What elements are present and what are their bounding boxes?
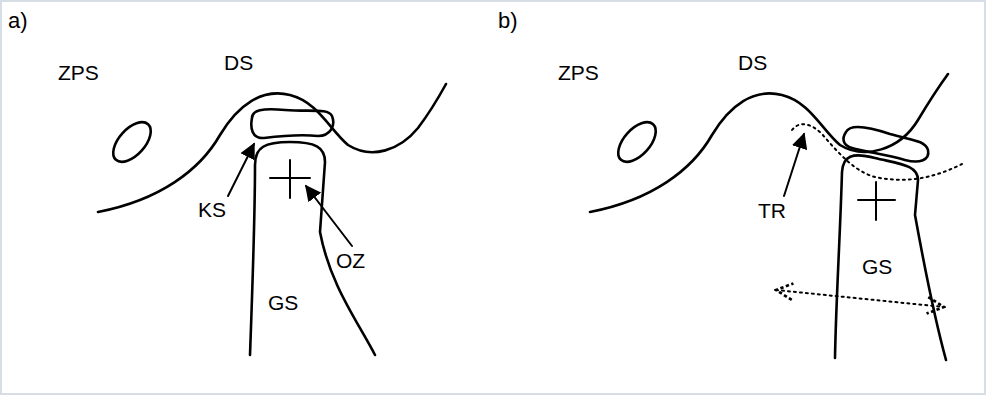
part-label: GS (268, 292, 298, 313)
part-label: ZPS (58, 62, 99, 83)
fossa-opening (611, 115, 662, 168)
fossa-outline (590, 74, 948, 212)
part-label: DS (738, 52, 767, 73)
part-label: ZPS (558, 62, 599, 83)
leader-line (306, 186, 352, 246)
fossa-outline (98, 84, 446, 212)
disc-outline (251, 109, 333, 138)
center-cross (270, 160, 310, 198)
part-label: TR (758, 200, 786, 221)
center-cross (858, 182, 895, 220)
part-label: DS (224, 52, 253, 73)
translation-path (792, 124, 962, 180)
part-label: GS (862, 256, 892, 277)
panel-letter: b) (498, 10, 518, 32)
part-label: OZ (336, 250, 365, 271)
part-label: KS (198, 199, 226, 220)
leader-line (228, 144, 254, 196)
movement-arrow (776, 290, 944, 307)
condyle-outline (835, 155, 946, 360)
fossa-opening (106, 115, 157, 168)
condyle-outline (250, 142, 375, 355)
panel-letter: a) (8, 10, 28, 32)
leader-line (784, 134, 804, 196)
